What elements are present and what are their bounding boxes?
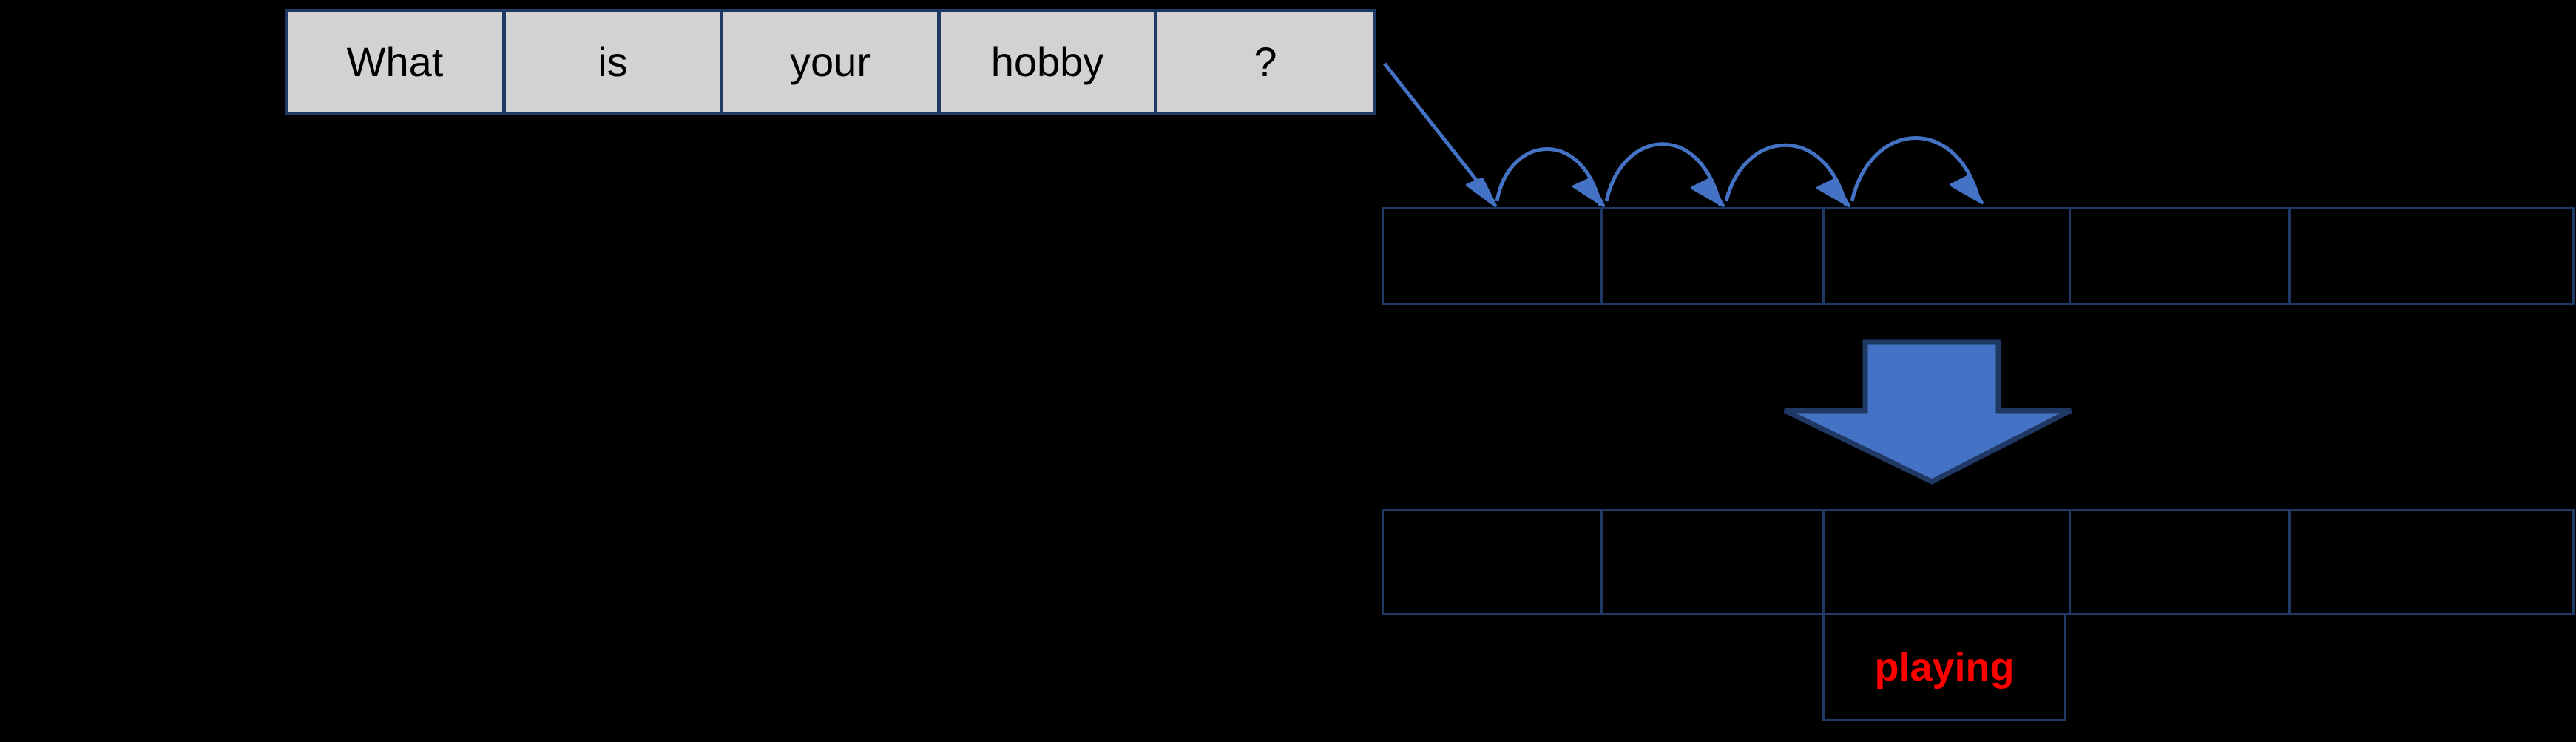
source-to-encoder-arrow xyxy=(1383,62,1497,207)
input-token-cell[interactable]: hobby xyxy=(938,9,1157,115)
predicted-token-label: playing xyxy=(1874,645,2015,689)
decoder-output-cell[interactable] xyxy=(1600,509,1825,615)
input-token-cell[interactable]: What xyxy=(285,9,505,115)
input-token-cell[interactable]: ? xyxy=(1155,9,1376,115)
encoder-to-decoder-block-arrow xyxy=(1783,339,2072,485)
encoder-hop-arc xyxy=(1495,147,1605,207)
encoder-state-cell[interactable] xyxy=(1600,207,1825,305)
input-token-cell[interactable]: your xyxy=(720,9,940,115)
encoder-state-cell[interactable] xyxy=(1382,207,1603,305)
encoder-hop-arc xyxy=(1850,136,1984,204)
encoder-hop-arc xyxy=(1724,143,1850,207)
encoder-state-cell[interactable] xyxy=(2069,207,2291,305)
decoder-output-cell[interactable] xyxy=(1382,509,1603,615)
input-token-cell[interactable]: is xyxy=(503,9,723,115)
decoder-output-cell[interactable] xyxy=(2288,509,2575,615)
input-sentence-strip: What is your hobby ? xyxy=(285,9,1376,115)
encoder-hop-arc xyxy=(1604,142,1725,207)
encoder-state-strip xyxy=(1382,207,2575,305)
decoder-output-cell[interactable] xyxy=(1822,509,2071,615)
encoder-state-cell[interactable] xyxy=(2288,207,2575,305)
decoder-output-strip xyxy=(1382,509,2575,615)
predicted-token-cell[interactable]: playing xyxy=(1822,613,2066,721)
encoder-state-cell[interactable] xyxy=(1822,207,2071,305)
decoder-output-cell[interactable] xyxy=(2069,509,2291,615)
